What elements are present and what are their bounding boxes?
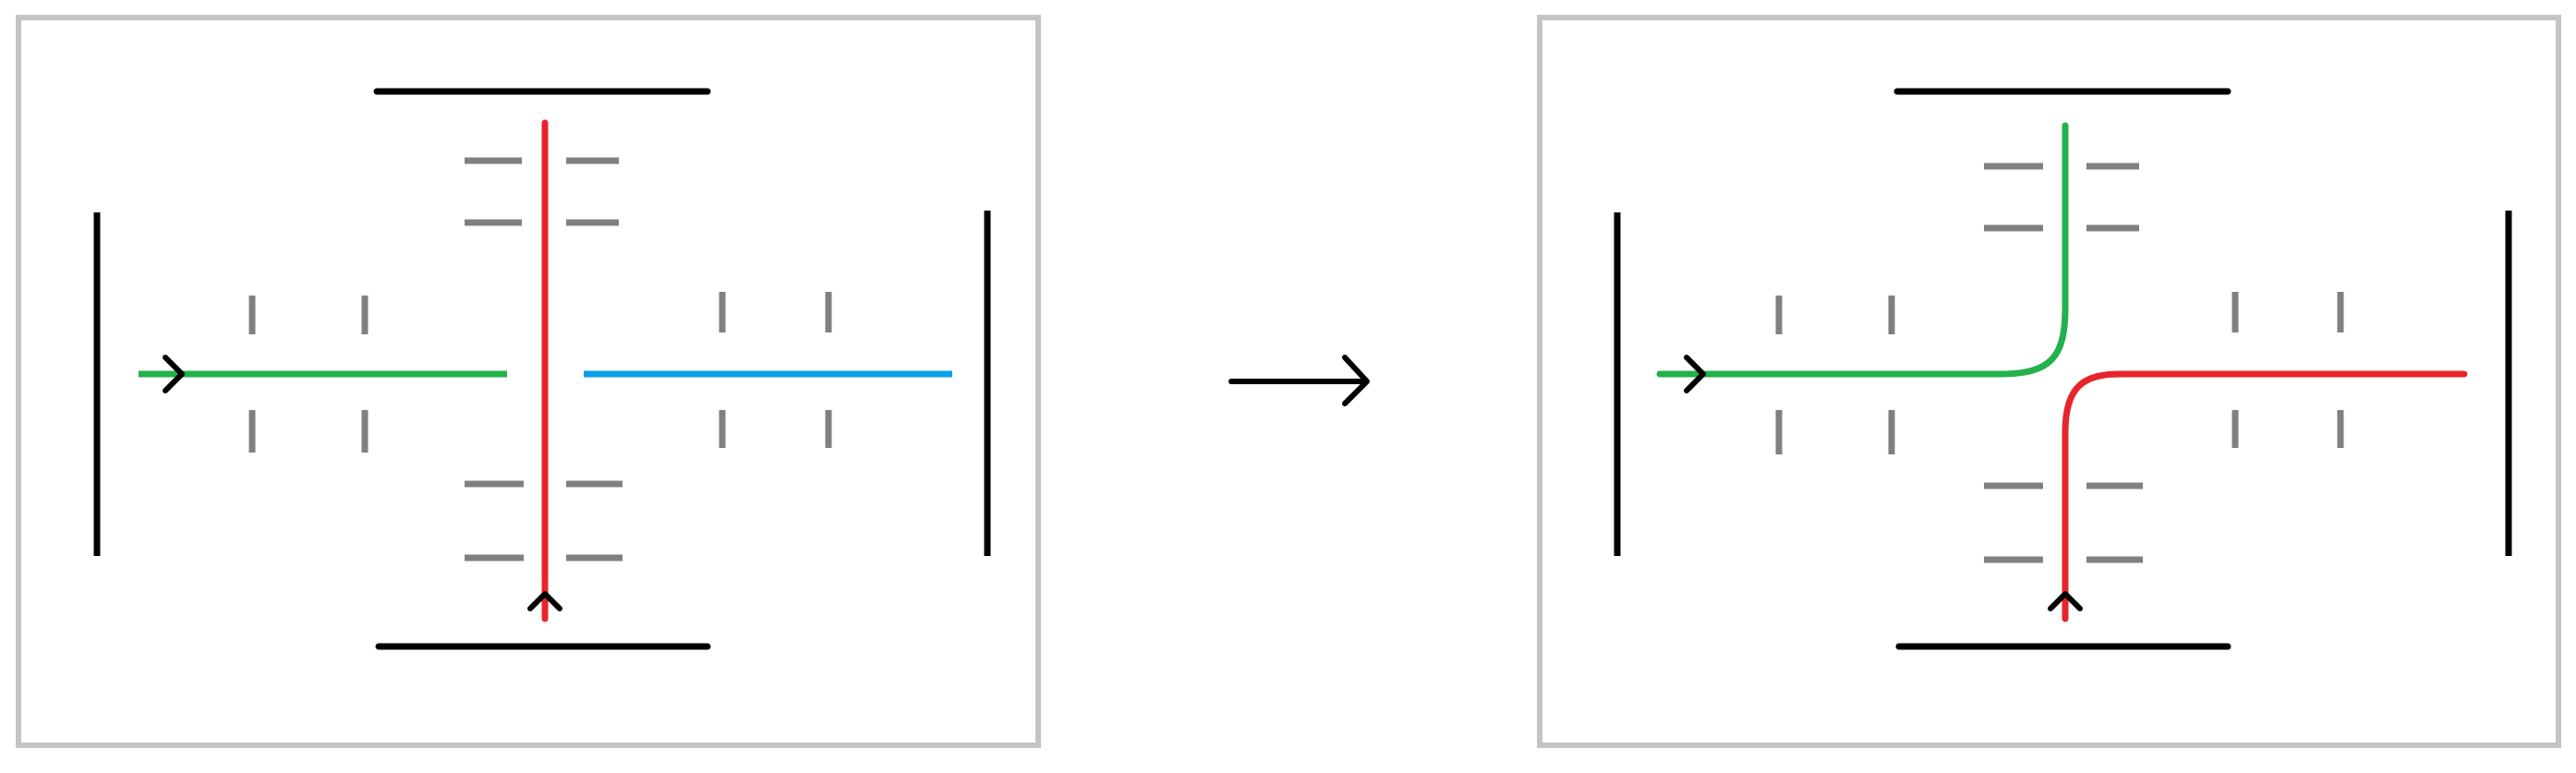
- panel-before-frame: [16, 15, 1041, 748]
- entry-arrow-icon: [2048, 591, 2083, 611]
- right-arrow-icon: [1228, 355, 1370, 406]
- red-path: [2062, 370, 2468, 622]
- entry-arrow-icon: [1684, 355, 1706, 393]
- panel-before: [16, 15, 1041, 748]
- panel-after: [1537, 15, 2561, 748]
- green-path: [1656, 122, 2069, 378]
- entry-arrow-icon: [527, 591, 562, 611]
- panel-after-frame: [1537, 15, 2561, 748]
- entry-arrow-icon: [163, 355, 185, 393]
